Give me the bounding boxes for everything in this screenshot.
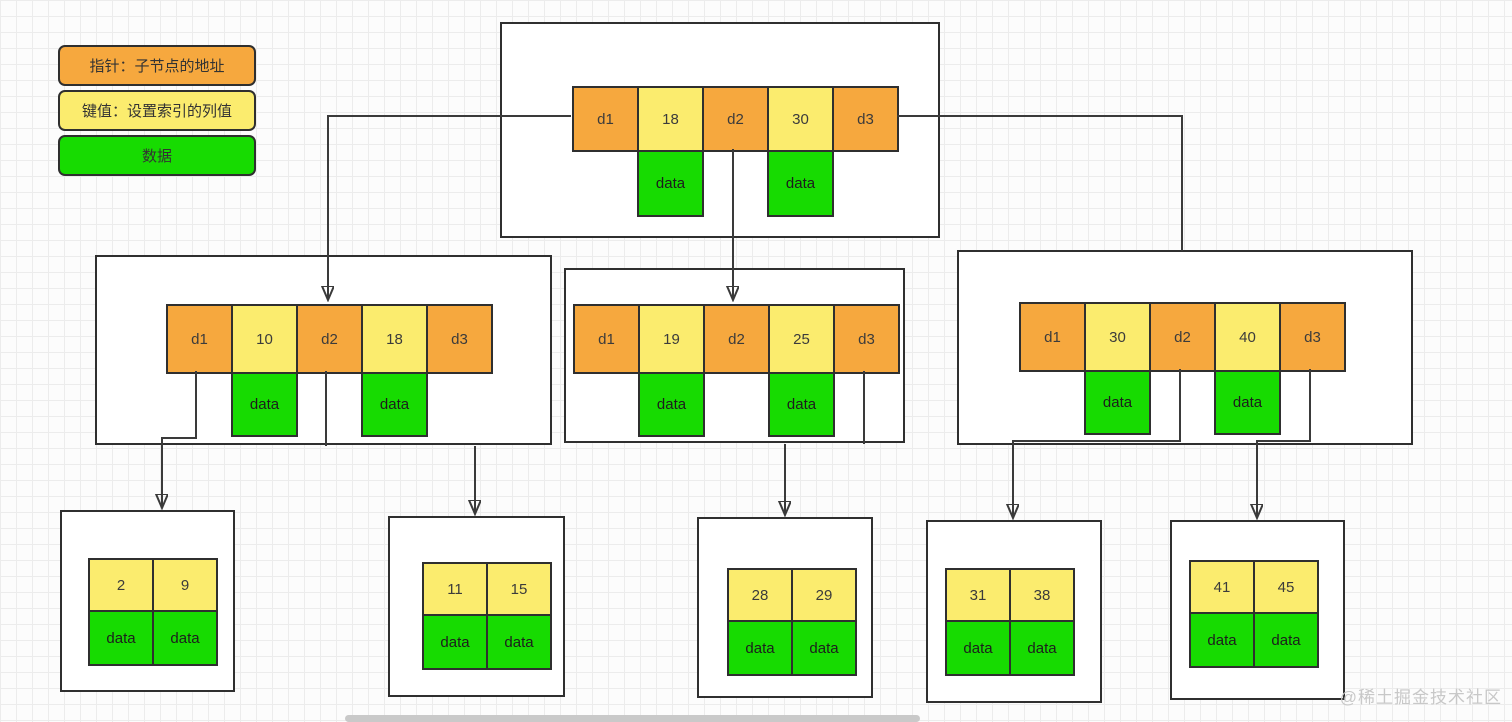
key-cell: 45 <box>1253 560 1319 614</box>
data-cell: data <box>727 620 793 676</box>
leaf-node-4: 31 38 data data <box>926 520 1102 703</box>
data-cell: data <box>1084 370 1151 435</box>
key-cell: 30 <box>1084 302 1151 372</box>
data-cell: data <box>231 372 298 437</box>
watermark: @稀土掘金技术社区 <box>1339 688 1502 707</box>
legend-key: 键值：设置索引的列值 <box>58 90 256 131</box>
key-cell: 9 <box>152 558 218 612</box>
horizontal-scrollbar[interactable] <box>345 715 920 722</box>
key-cell: 19 <box>638 304 705 374</box>
data-cell: data <box>637 150 704 217</box>
internal-node-right: d1 30 d2 40 d3 data data <box>957 250 1413 445</box>
leaf-node-5: 41 45 data data <box>1170 520 1345 700</box>
pointer-cell: d3 <box>1279 302 1346 372</box>
data-cell: data <box>422 614 488 670</box>
internal-node-left: d1 10 d2 18 d3 data data <box>95 255 552 445</box>
key-cell: 31 <box>945 568 1011 622</box>
key-cell: 11 <box>422 562 488 616</box>
data-cell: data <box>1009 620 1075 676</box>
pointer-cell: d2 <box>703 304 770 374</box>
data-cell: data <box>1189 612 1255 668</box>
legend: 指针：子节点的地址 键值：设置索引的列值 数据 <box>58 45 256 180</box>
leaf-node-2: 11 15 data data <box>388 516 565 697</box>
key-cell: 30 <box>767 86 834 152</box>
pointer-cell: d2 <box>702 86 769 152</box>
pointer-cell: d2 <box>1149 302 1216 372</box>
pointer-cell: d1 <box>572 86 639 152</box>
key-cell: 15 <box>486 562 552 616</box>
data-cell: data <box>791 620 857 676</box>
data-cell: data <box>945 620 1011 676</box>
internal-node-middle: d1 19 d2 25 d3 data data <box>564 268 905 443</box>
pointer-cell: d3 <box>426 304 493 374</box>
key-cell: 25 <box>768 304 835 374</box>
legend-data: 数据 <box>58 135 256 176</box>
key-cell: 29 <box>791 568 857 622</box>
pointer-cell: d3 <box>833 304 900 374</box>
data-cell: data <box>152 610 218 666</box>
leaf-node-3: 28 29 data data <box>697 517 873 698</box>
key-cell: 2 <box>88 558 154 612</box>
pointer-cell: d1 <box>1019 302 1086 372</box>
legend-pointer: 指针：子节点的地址 <box>58 45 256 86</box>
root-node: d1 18 d2 30 d3 data data <box>500 22 940 238</box>
pointer-cell: d1 <box>573 304 640 374</box>
key-cell: 41 <box>1189 560 1255 614</box>
data-cell: data <box>486 614 552 670</box>
data-cell: data <box>1214 370 1281 435</box>
data-cell: data <box>767 150 834 217</box>
data-cell: data <box>1253 612 1319 668</box>
pointer-cell: d3 <box>832 86 899 152</box>
key-cell: 10 <box>231 304 298 374</box>
data-cell: data <box>768 372 835 437</box>
leaf-node-1: 2 9 data data <box>60 510 235 692</box>
pointer-cell: d2 <box>296 304 363 374</box>
key-cell: 38 <box>1009 568 1075 622</box>
data-cell: data <box>361 372 428 437</box>
key-cell: 18 <box>637 86 704 152</box>
pointer-cell: d1 <box>166 304 233 374</box>
key-cell: 28 <box>727 568 793 622</box>
key-cell: 18 <box>361 304 428 374</box>
key-cell: 40 <box>1214 302 1281 372</box>
data-cell: data <box>88 610 154 666</box>
data-cell: data <box>638 372 705 437</box>
